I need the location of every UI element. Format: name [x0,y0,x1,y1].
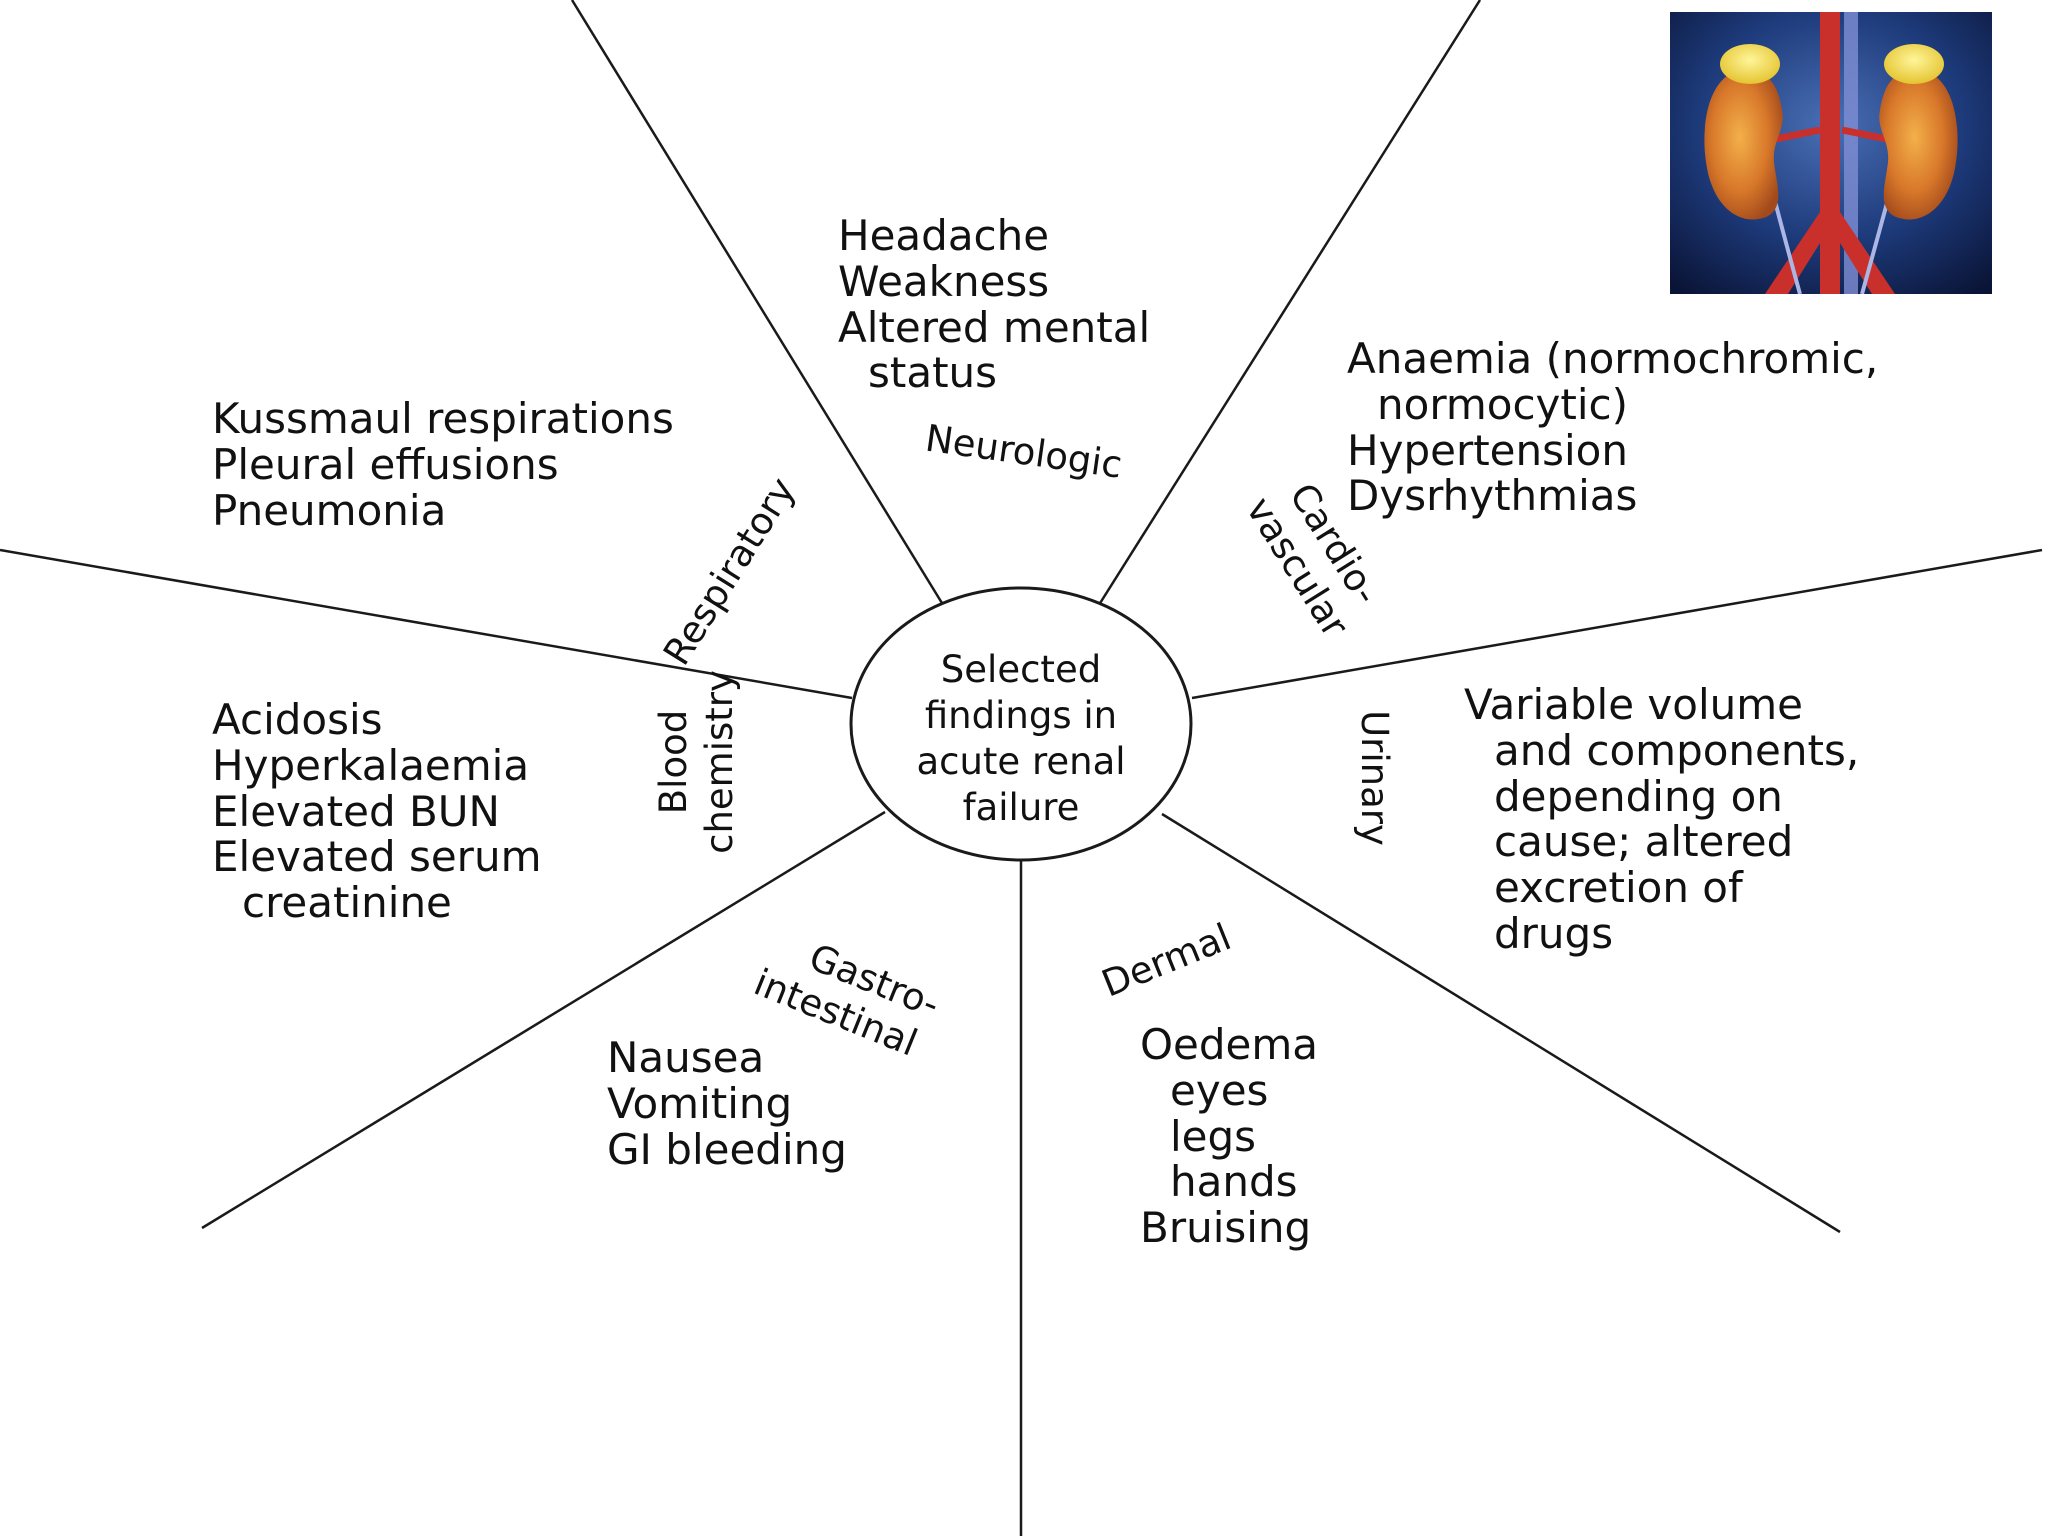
finding-item: Variable volume [1464,680,1803,729]
finding-item: Kussmaul respirations [212,394,674,443]
aorta [1820,12,1840,294]
finding-item: Headache [838,211,1050,260]
findings-gastrointestinal: Nausea Vomiting GI bleeding [607,1035,847,1172]
renal-artery-left [1769,126,1821,144]
finding-item: Vomiting [607,1078,793,1128]
findings-blood-chemistry: Acidosis Hyperkalaemia Elevated BUN Elev… [212,697,541,926]
findings-dermal: Oedema eyes legs hands Bruising [1140,1022,1318,1251]
finding-item: status [868,348,998,398]
finding-item: Nausea [607,1033,765,1082]
renal-artery-right [1841,126,1893,144]
findings-urinary: Variable volume and components, dependin… [1464,682,1859,957]
finding-item: Pleural effusions [212,439,559,489]
adrenal-left [1720,44,1780,84]
kidney-illustration [1670,12,1992,294]
center-label-line-2: findings in [925,694,1117,737]
finding-item: cause; altered [1494,817,1794,867]
finding-item: Elevated serum [212,832,542,882]
spoke-dermal-urinary [1161,812,1841,1234]
category-blood-chemistry-line-2: chemistry [698,670,741,854]
category-dermal: Dermal [1096,915,1237,1005]
finding-item: Weakness [838,256,1050,306]
iliac-left [1765,212,1830,294]
iliac-right [1830,212,1895,294]
finding-item: Elevated BUN [212,786,500,836]
finding-item: excretion of [1494,863,1743,913]
findings-respiratory: Kussmaul respirations Pleural effusions … [212,396,674,533]
finding-item: and components, [1494,725,1860,775]
finding-item: Dysrhythmias [1347,471,1638,521]
finding-item: creatinine [242,878,452,928]
findings-cardiovascular: Anaemia (normochromic, normocytic) Hyper… [1347,336,1878,519]
finding-item: GI bleeding [607,1124,847,1174]
finding-item: Altered mental [838,302,1151,352]
finding-item: legs [1170,1111,1257,1161]
spoke-neurologic-cardiovascular [1095,0,1482,609]
spoke-cardiovascular-urinary [1191,548,2043,700]
finding-item: drugs [1494,908,1614,958]
finding-item: Oedema [1140,1020,1319,1069]
category-urinary: Urinary [1353,710,1396,846]
center-ellipse [849,586,1193,862]
finding-item: Acidosis [212,695,383,744]
center-label-line-1: Selected [941,648,1101,691]
finding-item: Anaemia (normochromic, [1347,334,1879,383]
finding-item: Bruising [1140,1203,1312,1253]
finding-item: Hypertension [1347,425,1628,475]
center-label-line-4: failure [963,786,1080,829]
spoke-neurologic-respiratory [570,0,947,609]
finding-item: depending on [1494,771,1783,821]
kidney-right [1879,69,1958,220]
category-respiratory: Respiratory [655,470,804,673]
adrenal-right [1884,44,1944,84]
finding-item: eyes [1170,1065,1269,1115]
category-blood-chemistry-line-1: Blood [652,710,695,814]
findings-neurologic: Headache Weakness Altered mental status [838,213,1150,396]
finding-item: Pneumonia [212,485,447,535]
spoke-respiratory-blood [0,548,853,700]
category-neurologic: Neurologic [923,417,1125,487]
spoke-blood-gastrointestinal [201,810,886,1230]
finding-item: Hyperkalaemia [212,740,530,790]
finding-item: hands [1170,1157,1298,1207]
finding-item: normocytic) [1377,379,1629,429]
kidney-left [1704,69,1783,220]
center-label-line-3: acute renal [916,740,1125,783]
category-blood-chemistry: Blood chemistry [652,670,741,854]
